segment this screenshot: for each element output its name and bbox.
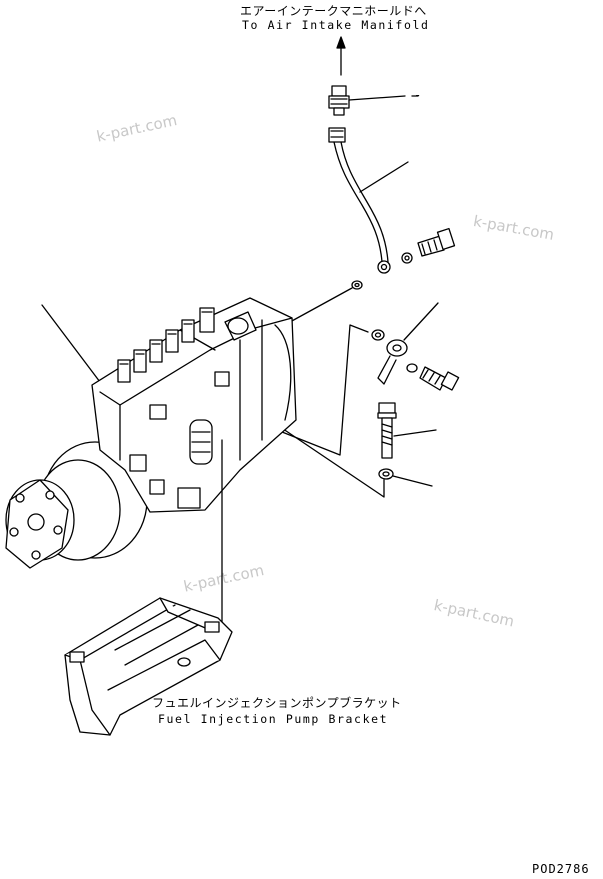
washer <box>371 329 385 341</box>
banjo-bolt <box>417 227 456 257</box>
washer <box>406 363 418 373</box>
air-intake-label-jp: エアーインテークマニホールドへ <box>240 4 427 18</box>
washer <box>351 280 363 290</box>
leader-line <box>393 429 437 437</box>
leader-line <box>289 287 353 323</box>
hollow-bolt <box>419 366 460 391</box>
air-intake-label-en: To Air Intake Manifold <box>242 18 430 32</box>
drawing-code: POD2786 <box>532 862 590 876</box>
connector-fitting <box>328 85 350 116</box>
callout-dash: - <box>414 88 422 102</box>
eye-joint <box>377 339 408 385</box>
direction-arrow-icon <box>336 36 346 76</box>
bracket-label-en: Fuel Injection Pump Bracket <box>158 712 389 726</box>
assembly-line <box>271 324 369 456</box>
leader-line <box>403 302 439 341</box>
bracket-label-jp: フュエルインジェクションポンプブラケット <box>152 696 402 710</box>
leader-line <box>348 95 406 101</box>
fuel-injection-pump <box>5 297 297 569</box>
washer <box>401 252 413 264</box>
leader-line <box>392 475 433 487</box>
pump-bracket <box>64 597 233 736</box>
boost-pipe <box>328 127 391 274</box>
leader-line <box>359 161 409 193</box>
assembly-line <box>254 409 385 498</box>
leader-line <box>41 304 101 383</box>
washer <box>378 468 394 480</box>
flange-bolt <box>377 402 397 459</box>
